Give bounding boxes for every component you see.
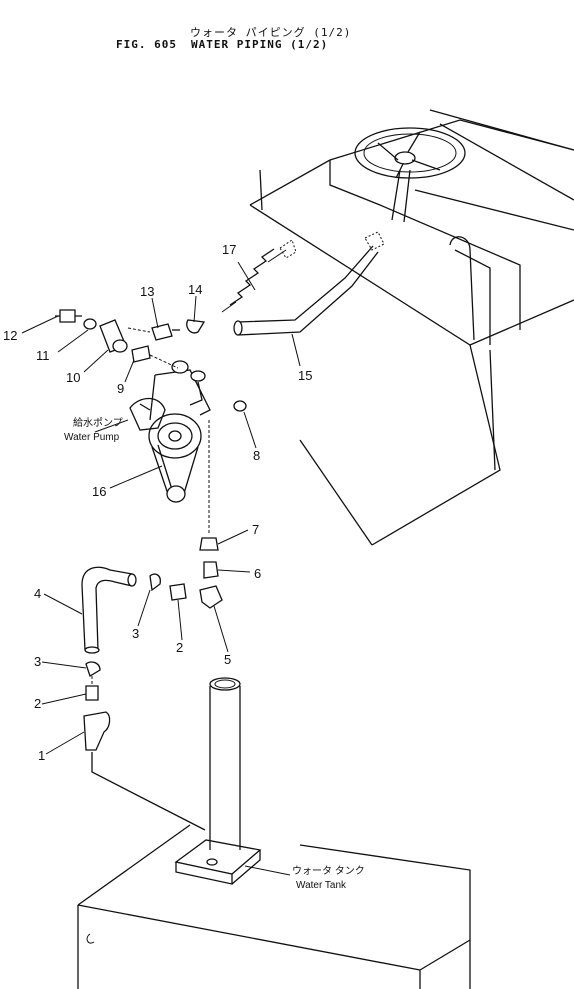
hose-4 bbox=[81, 566, 206, 831]
callout-7: 7 bbox=[252, 522, 259, 537]
callout-3-upper: 3 bbox=[132, 626, 139, 641]
pipe-15 bbox=[233, 231, 385, 336]
steering-wheel bbox=[354, 109, 574, 223]
water-pump-caption-en: Water Pump bbox=[64, 432, 120, 443]
water-tank bbox=[77, 677, 471, 989]
v-belt-16 bbox=[148, 413, 202, 503]
callout-10: 10 bbox=[66, 370, 80, 385]
water-tank-caption-jp: ウォータ タンク bbox=[292, 865, 365, 877]
callout-1: 1 bbox=[38, 748, 45, 763]
callout-9: 9 bbox=[117, 381, 124, 396]
callout-8: 8 bbox=[253, 448, 260, 463]
spring-17 bbox=[221, 239, 297, 313]
pump-bracket bbox=[129, 360, 211, 431]
fittings-upper bbox=[55, 309, 247, 412]
callout-13: 13 bbox=[140, 284, 154, 299]
header-english-title: FIG. 605 WATER PIPING (1/2) bbox=[116, 38, 328, 51]
callout-5: 5 bbox=[224, 652, 231, 667]
callout-17: 17 bbox=[222, 242, 236, 257]
water-pump-caption-jp: 給水ポンプ bbox=[73, 416, 123, 429]
callout-4: 4 bbox=[34, 586, 41, 601]
leader-lines bbox=[21, 261, 301, 876]
callout-11: 11 bbox=[36, 348, 50, 363]
callout-15: 15 bbox=[298, 368, 312, 383]
callout-2: 2 bbox=[34, 696, 41, 711]
callout-6: 6 bbox=[254, 566, 261, 581]
fittings-lower-right bbox=[199, 420, 223, 609]
figure-number: FIG. 605 bbox=[116, 38, 177, 51]
callout-2-upper: 2 bbox=[176, 640, 183, 655]
figure-title: WATER PIPING (1/2) bbox=[190, 38, 329, 51]
water-tank-caption-en: Water Tank bbox=[296, 880, 347, 891]
header-japanese-title: ウォータ パイピング (1/2) bbox=[190, 26, 352, 39]
callout-16: 16 bbox=[92, 484, 106, 499]
callout-14: 14 bbox=[188, 282, 202, 297]
callout-12: 12 bbox=[3, 328, 17, 343]
machine-body bbox=[249, 119, 574, 546]
callout-3: 3 bbox=[34, 654, 41, 669]
